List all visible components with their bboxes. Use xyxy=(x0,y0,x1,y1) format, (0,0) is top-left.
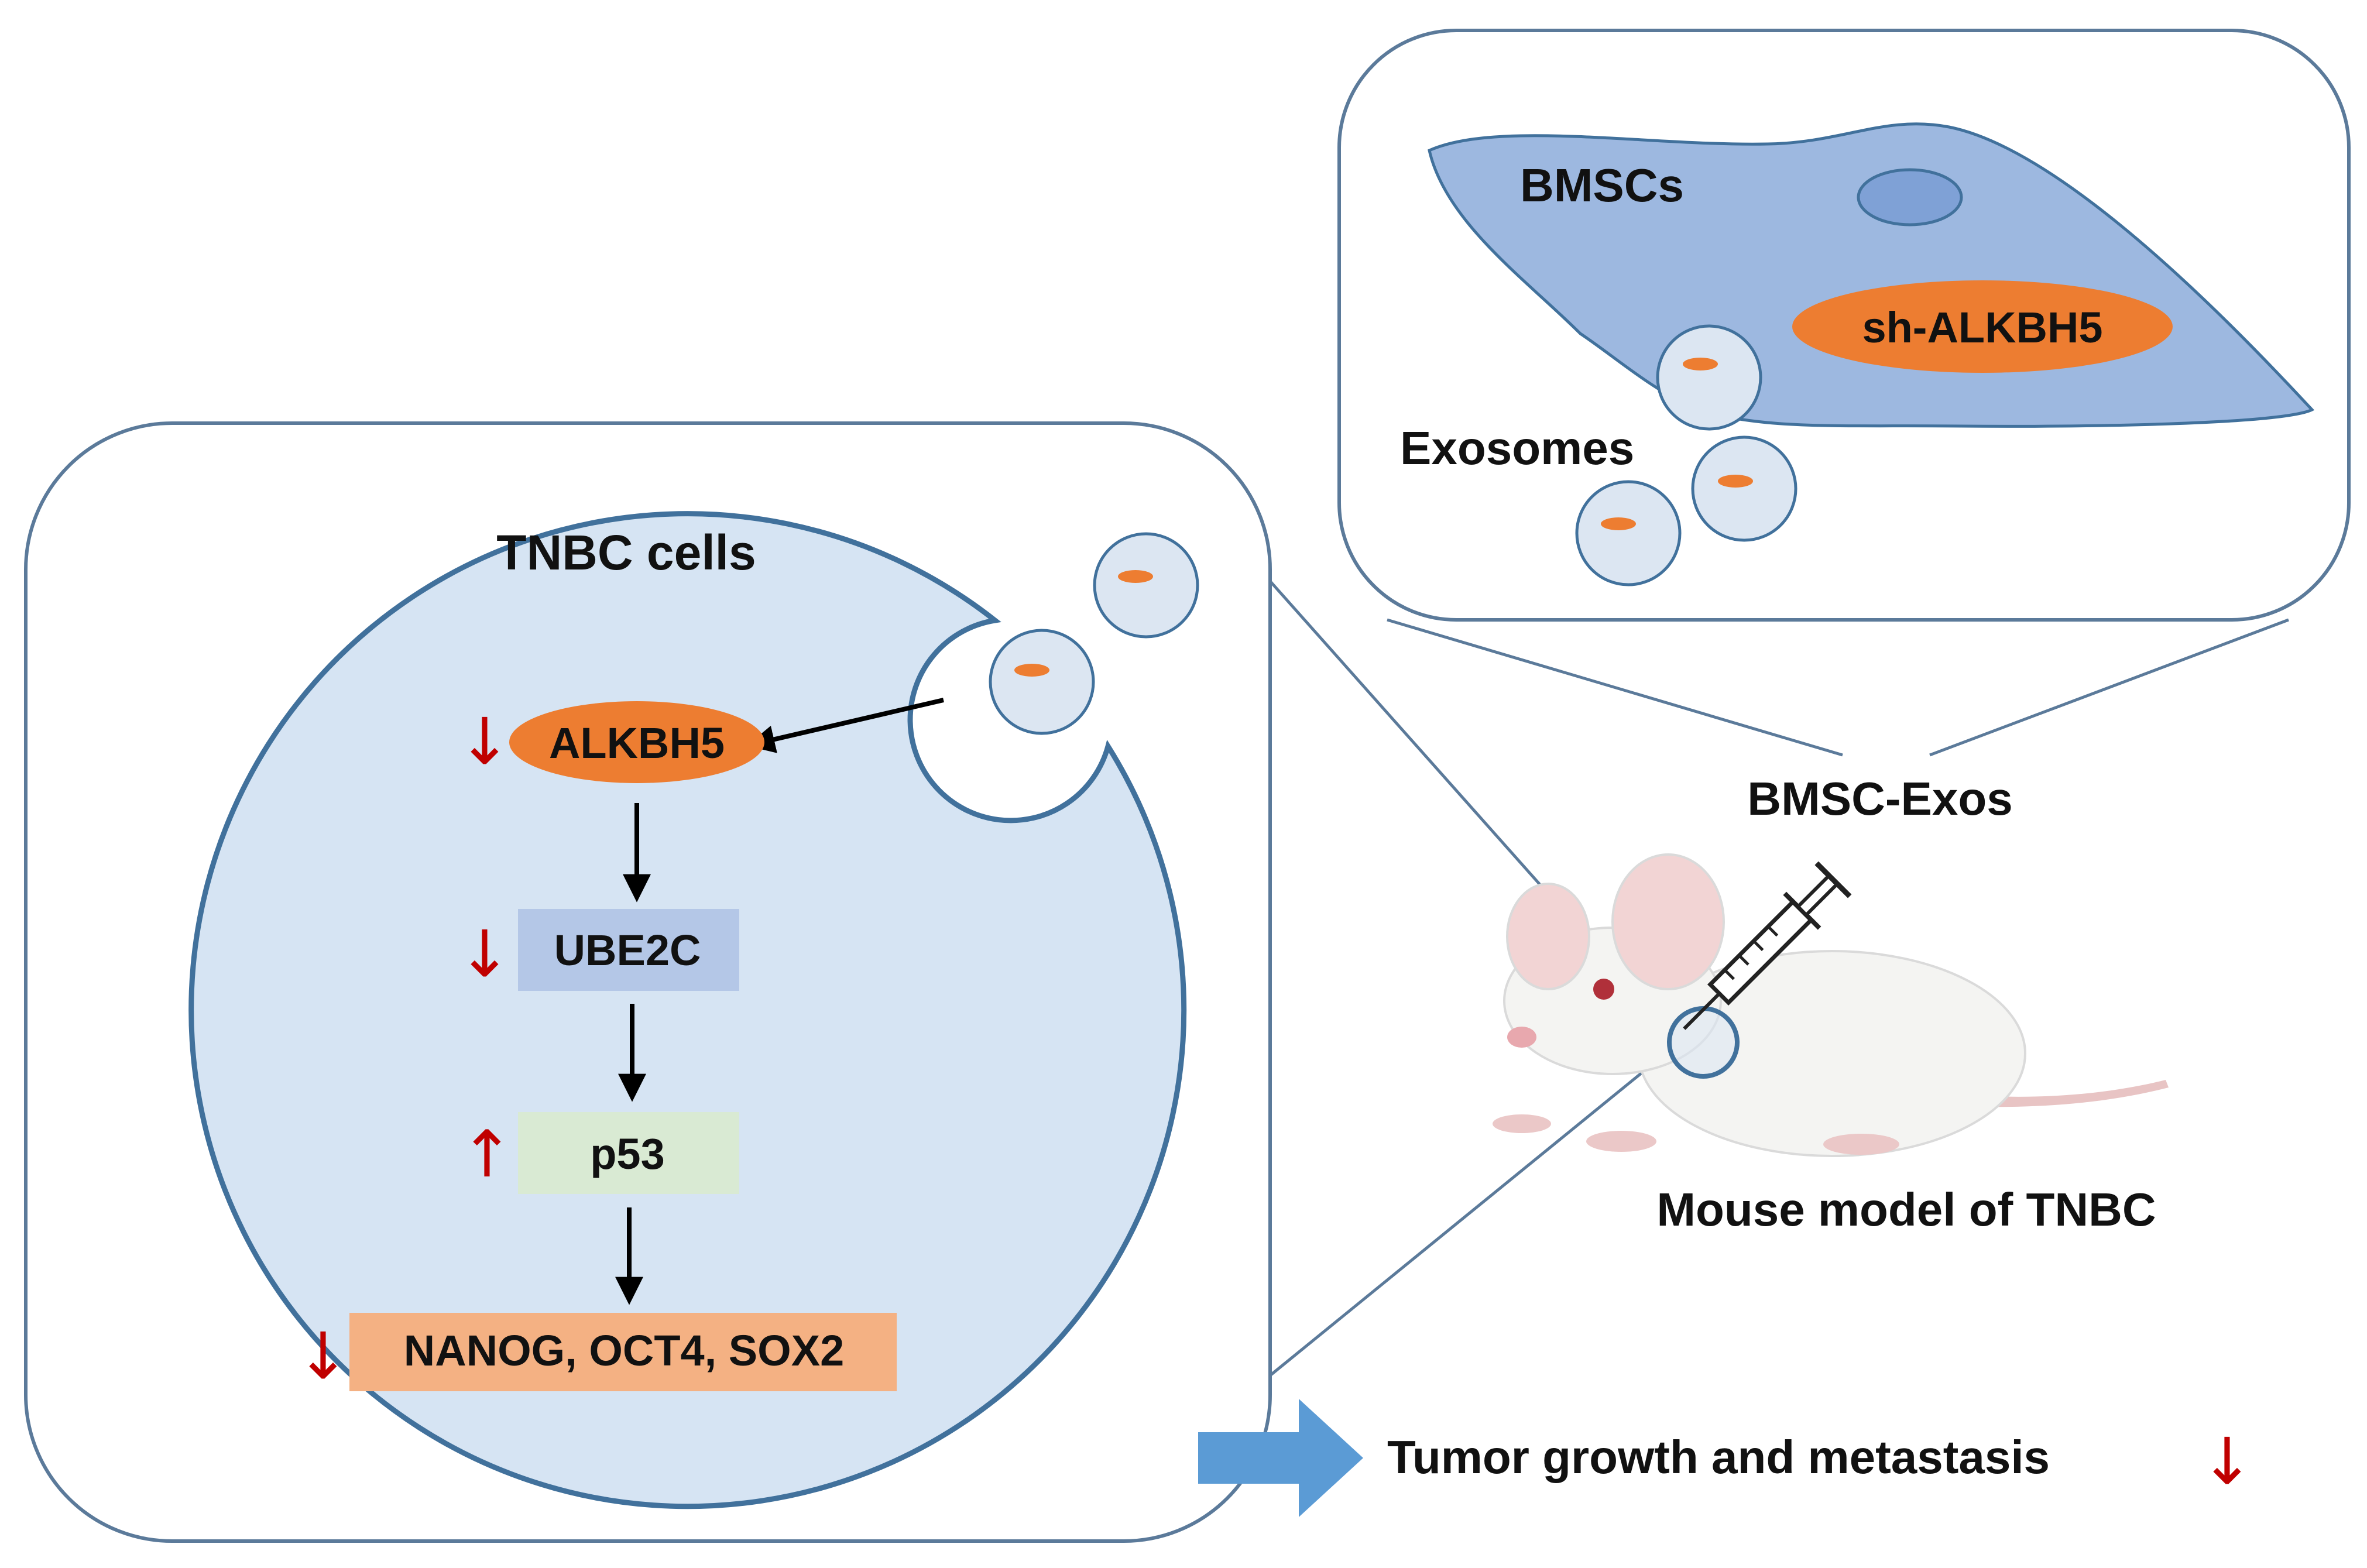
callout-line xyxy=(1269,1041,1681,1377)
outcome-direction-arrow: ↓ xyxy=(2200,1424,2254,1499)
ube2c-label: UBE2C xyxy=(554,926,701,975)
outcome-block-arrow xyxy=(1198,1399,1363,1517)
exosome xyxy=(989,629,1095,735)
bmsc-exos-label: BMSC-Exos xyxy=(1747,773,2012,825)
exosomes-label: Exosomes xyxy=(1400,422,1634,474)
p53-label: p53 xyxy=(590,1130,665,1178)
bmsc-label: BMSCs xyxy=(1520,159,1684,211)
exosome xyxy=(1093,532,1199,639)
mouse-illustration xyxy=(1493,853,2169,1157)
mouse-model-label: Mouse model of TNBC xyxy=(1656,1183,2156,1236)
exosome xyxy=(1656,324,1762,431)
tnbc-cells-label: TNBC cells xyxy=(496,525,756,580)
callout-line xyxy=(1929,618,2289,757)
stemness-node xyxy=(349,1313,897,1391)
exosome xyxy=(1691,435,1797,542)
sh-alkbh5-label: sh-ALKBH5 xyxy=(1862,303,2102,352)
alkbh5-direction-arrow: ↓ xyxy=(458,704,512,779)
ube2c-node xyxy=(518,909,739,991)
p53-direction-arrow: ↑ xyxy=(460,1117,514,1192)
sh-alkbh5-oval xyxy=(1792,280,2173,373)
exosome xyxy=(1575,480,1682,586)
injection-site-circle xyxy=(1667,1006,1740,1079)
callout-line xyxy=(1387,618,1843,757)
stemness-label: NANOG, OCT4, SOX2 xyxy=(404,1326,844,1375)
tnbc-cell xyxy=(188,511,1187,1509)
exosome-to-alkbh5-arrow xyxy=(746,698,944,753)
syringe-icon xyxy=(1683,861,1852,1030)
alkbh5-label: ALKBH5 xyxy=(549,719,725,767)
bmsc-nucleus xyxy=(1857,168,1963,227)
p53-node xyxy=(518,1112,739,1194)
stemness-direction-arrow: ↓ xyxy=(296,1319,350,1394)
alkbh5-node xyxy=(509,701,764,783)
outcome-label: Tumor growth and metastasis xyxy=(1387,1431,2050,1483)
ube2c-direction-arrow: ↓ xyxy=(458,917,512,991)
